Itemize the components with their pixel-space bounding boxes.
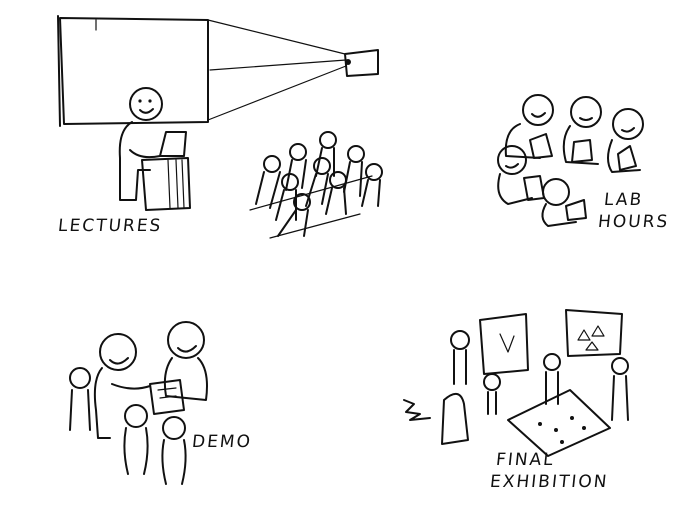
student-figure xyxy=(504,94,554,159)
visitor-figure xyxy=(69,367,91,431)
exhibition-display xyxy=(565,309,623,357)
student-figure xyxy=(541,178,587,227)
student-figure xyxy=(497,145,545,205)
label-final-line1: FINAL xyxy=(494,450,556,470)
demo-device xyxy=(149,379,185,415)
label-demo: DEMO xyxy=(190,432,253,452)
lecture-audience xyxy=(249,131,383,239)
visitor-figure xyxy=(611,357,629,421)
lectures-scene xyxy=(57,15,383,239)
exhibition-mat xyxy=(507,389,611,457)
label-lab-line1: LAB xyxy=(602,190,645,210)
presenter-figure xyxy=(163,321,208,401)
label-lectures: LECTURES xyxy=(56,216,164,236)
visitor-figure xyxy=(543,353,561,405)
visitor-figure xyxy=(450,330,470,385)
exhibition-display xyxy=(479,313,529,375)
creature-figure xyxy=(403,393,469,445)
visitor-figure xyxy=(161,416,187,485)
student-figure xyxy=(562,96,602,165)
presenter-figure xyxy=(93,333,151,439)
lab-hours-scene xyxy=(497,94,644,227)
demo-scene xyxy=(69,321,208,485)
projection-screen xyxy=(57,15,209,127)
projector xyxy=(207,19,379,121)
label-lab-line2: HOURS xyxy=(596,212,671,232)
visitor-figure xyxy=(483,373,501,415)
lecturer-figure xyxy=(118,87,163,201)
podium xyxy=(141,131,191,211)
final-exhibition-scene xyxy=(403,309,629,457)
label-final-line2: EXHIBITION xyxy=(488,472,610,492)
visitor-figure xyxy=(123,404,149,475)
student-figure xyxy=(607,108,644,173)
